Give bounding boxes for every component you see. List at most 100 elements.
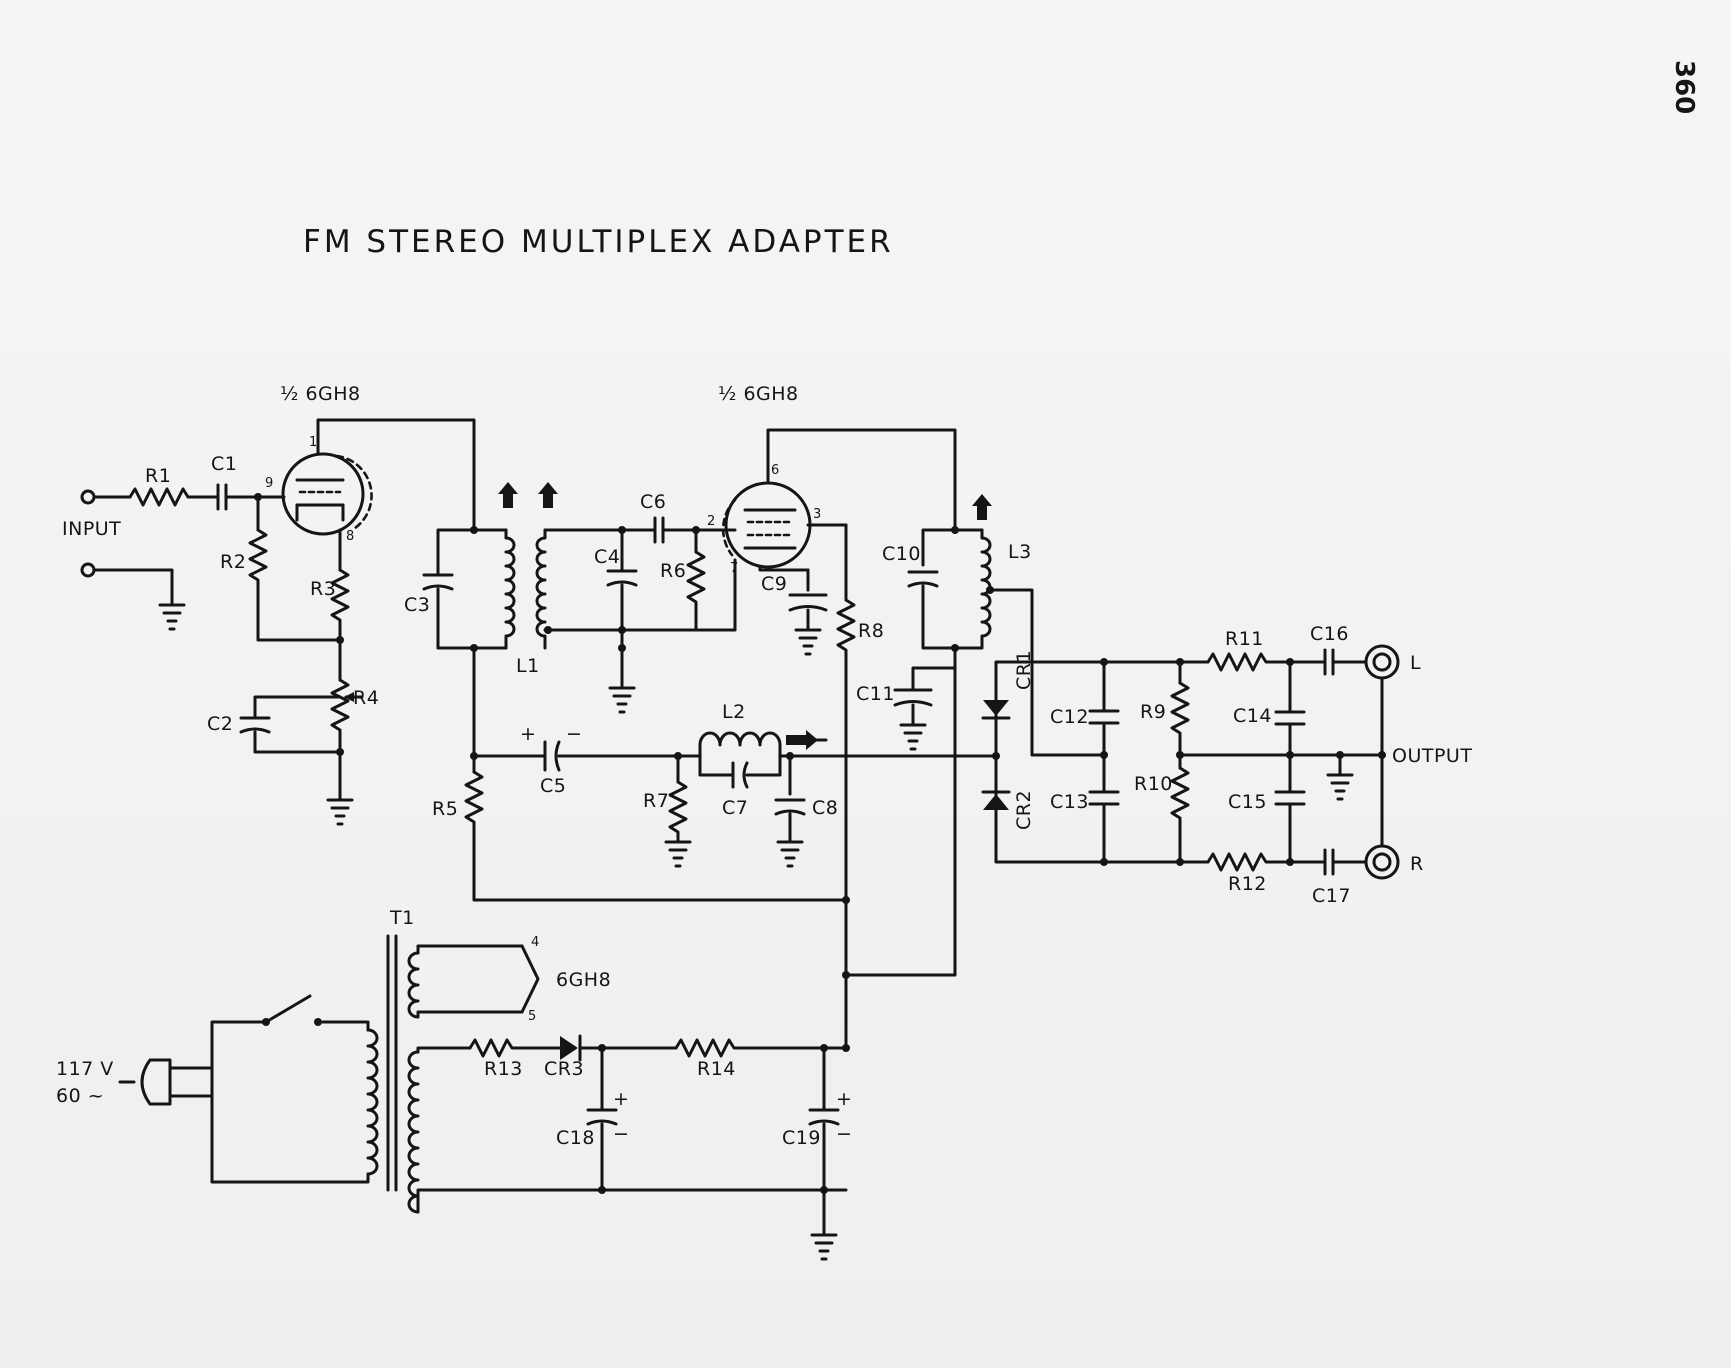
resistor-r13 bbox=[468, 1038, 562, 1058]
c5-plus: + bbox=[520, 723, 536, 745]
label-r5: R5 bbox=[432, 798, 458, 820]
capacitor-c14 bbox=[1274, 710, 1306, 726]
power-switch bbox=[264, 994, 312, 1024]
capacitor-c4 bbox=[606, 569, 638, 587]
label-r3: R3 bbox=[310, 578, 336, 600]
capacitor-c2 bbox=[239, 716, 271, 734]
input-label: INPUT bbox=[62, 518, 121, 540]
tube-v2-type: ½ 6GH8 bbox=[718, 383, 799, 405]
resistor-r14 bbox=[674, 1038, 848, 1058]
tube-v1-type: ½ 6GH8 bbox=[280, 383, 361, 405]
tuning-arrow-l3 bbox=[972, 494, 992, 520]
resistor-r7 bbox=[668, 780, 688, 844]
diode-cr3 bbox=[560, 1036, 578, 1060]
cathode-network: R2 R3 R4 C2 bbox=[207, 495, 379, 826]
label-c12: C12 bbox=[1050, 706, 1089, 728]
tube-v2: ½ 6GH8 6 2 3 7 C9 bbox=[707, 383, 957, 656]
resistor-r11 bbox=[1206, 652, 1292, 672]
potentiometer-r4 bbox=[330, 678, 350, 802]
label-r1: R1 bbox=[145, 465, 171, 487]
resistor-r1 bbox=[128, 487, 190, 507]
pin-v2-3: 3 bbox=[813, 507, 821, 522]
resistor-r6 bbox=[686, 550, 706, 632]
resistor-r2 bbox=[248, 528, 342, 642]
capacitor-c3 bbox=[422, 573, 454, 591]
capacitor-c15 bbox=[1274, 790, 1306, 806]
resistor-r3 bbox=[330, 568, 350, 682]
pin-fil-4: 4 bbox=[531, 935, 539, 950]
coil-l3-section: C10 L3 C11 bbox=[844, 494, 1106, 977]
capacitor-c13 bbox=[1088, 790, 1120, 806]
label-cr3: CR3 bbox=[544, 1058, 584, 1080]
label-c2: C2 bbox=[207, 713, 233, 735]
diagram-title: FM STEREO MULTIPLEX ADAPTER bbox=[303, 224, 894, 260]
label-r11: R11 bbox=[1225, 628, 1264, 650]
label-l2: L2 bbox=[722, 701, 746, 723]
page-number: 360 bbox=[1669, 60, 1699, 114]
label-cr1: CR1 bbox=[1013, 650, 1035, 690]
tuning-arrow-l1a bbox=[498, 482, 518, 508]
label-c10: C10 bbox=[882, 543, 921, 565]
label-c4: C4 bbox=[594, 546, 620, 568]
pin-fil-5: 5 bbox=[528, 1009, 536, 1024]
tuning-arrow-l1b bbox=[538, 482, 558, 508]
label-r4: R4 bbox=[353, 687, 379, 709]
label-c9: C9 bbox=[761, 573, 787, 595]
input-terminal-top bbox=[80, 489, 96, 505]
capacitor-c10 bbox=[907, 570, 939, 588]
mains-freq: 60 ~ bbox=[56, 1085, 104, 1107]
label-c16: C16 bbox=[1310, 623, 1349, 645]
label-l1: L1 bbox=[516, 655, 540, 677]
label-c11: C11 bbox=[856, 683, 895, 705]
pin-v1-9: 9 bbox=[265, 476, 273, 491]
pin-v2-6: 6 bbox=[771, 463, 779, 478]
c18-minus: − bbox=[613, 1123, 629, 1145]
label-r2: R2 bbox=[220, 551, 246, 573]
filament-label: 6GH8 bbox=[556, 969, 611, 991]
label-r12: R12 bbox=[1228, 873, 1267, 895]
capacitor-c18 bbox=[586, 1108, 618, 1126]
power-supply-section: T1 117 V 60 ~ 4 5 6GH8 R13 CR3 bbox=[56, 758, 852, 1261]
pin-v1-8: 8 bbox=[346, 529, 354, 544]
pin-v2-7: 7 bbox=[730, 561, 738, 576]
demod-output-section: CR1 CR2 C12 C13 R9 R10 R11 R12 bbox=[981, 623, 1472, 907]
label-r10: R10 bbox=[1134, 773, 1173, 795]
label-c1: C1 bbox=[211, 453, 237, 475]
label-c14: C14 bbox=[1233, 705, 1272, 727]
coil-l1-section: C3 L1 C4 C6 R6 bbox=[404, 482, 737, 714]
diode-cr1 bbox=[983, 700, 1009, 716]
tube-v1: ½ 6GH8 1 9 8 bbox=[265, 383, 476, 572]
diode-cr2 bbox=[983, 794, 1009, 810]
label-c17: C17 bbox=[1312, 885, 1351, 907]
c19-plus: + bbox=[836, 1088, 852, 1110]
coil-l3 bbox=[953, 528, 992, 650]
coil-l1-primary bbox=[504, 528, 516, 650]
capacitor-c8 bbox=[774, 798, 806, 816]
capacitor-c5 bbox=[543, 740, 561, 772]
power-switch-contact-b bbox=[314, 1018, 322, 1026]
label-c3: C3 bbox=[404, 594, 430, 616]
label-r8: R8 bbox=[858, 620, 884, 642]
label-c18: C18 bbox=[556, 1127, 595, 1149]
resistor-r8 bbox=[836, 598, 856, 762]
transformer-hv-secondary bbox=[407, 1050, 420, 1214]
resistor-r12 bbox=[1206, 852, 1292, 872]
label-c13: C13 bbox=[1050, 791, 1089, 813]
label-c7: C7 bbox=[722, 797, 748, 819]
transformer-heater-winding bbox=[407, 951, 524, 1019]
input-terminal-bottom bbox=[80, 562, 96, 578]
output-filter-section: + − C5 R7 L2 C7 C8 R5 bbox=[432, 646, 998, 904]
resistor-r9 bbox=[1170, 681, 1190, 757]
label-cr2: CR2 bbox=[1013, 790, 1035, 830]
c18-plus: + bbox=[613, 1088, 629, 1110]
label-c15: C15 bbox=[1228, 791, 1267, 813]
label-r7: R7 bbox=[643, 790, 669, 812]
label-c19: C19 bbox=[782, 1127, 821, 1149]
label-r13: R13 bbox=[484, 1058, 523, 1080]
label-c6: C6 bbox=[640, 491, 666, 513]
label-r6: R6 bbox=[660, 560, 686, 582]
label-t1: T1 bbox=[389, 907, 415, 929]
resistor-r10 bbox=[1170, 766, 1190, 864]
